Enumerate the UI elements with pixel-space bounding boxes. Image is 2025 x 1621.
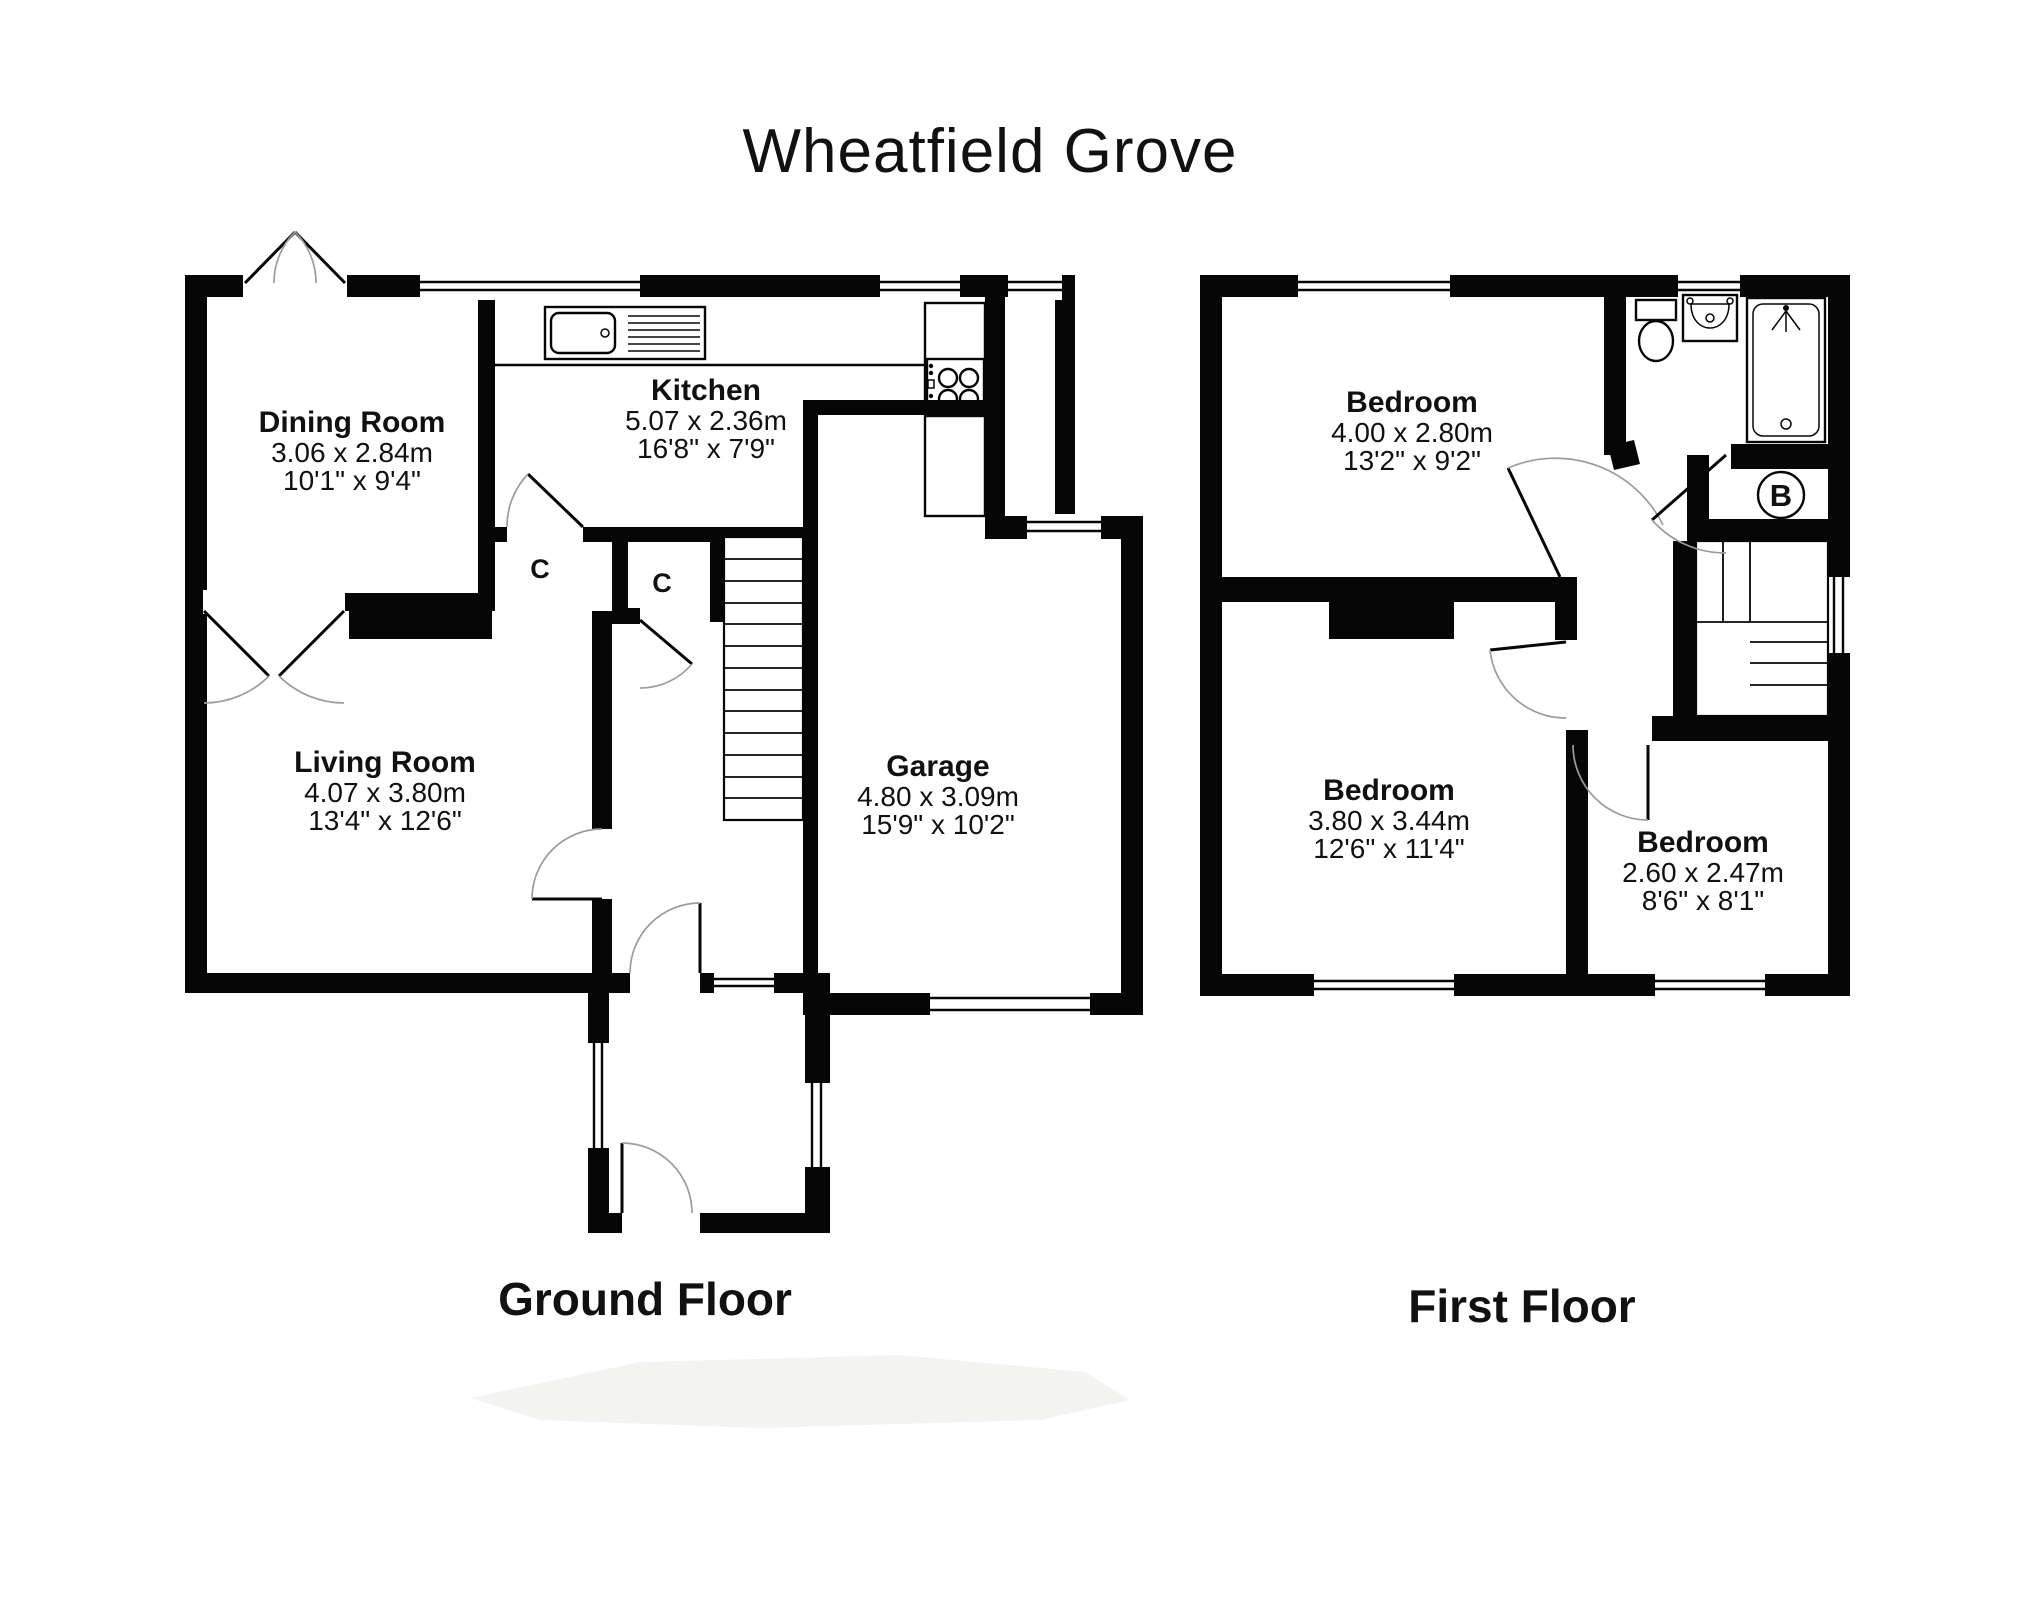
bathtub-icon <box>1745 296 1827 444</box>
living-room-metric: 4.07 x 3.80m <box>304 777 466 808</box>
kitchen-metric: 5.07 x 2.36m <box>625 405 787 436</box>
boiler-circle-icon <box>1756 470 1806 520</box>
bedroom2-name: Bedroom <box>1323 774 1455 807</box>
dining-room-metric: 3.06 x 2.84m <box>271 437 433 468</box>
bedroom2-door <box>1489 640 1567 652</box>
first-floor-doors <box>1489 453 1727 821</box>
kitchen-door <box>526 472 585 529</box>
first-floor-label: First Floor <box>1408 1280 1636 1332</box>
ground-floor-doors <box>202 230 702 1214</box>
living-room-name: Living Room <box>294 746 476 779</box>
scan-smudge <box>470 1355 1130 1428</box>
bedroom3-imperial: 8'6" x 8'1" <box>1642 885 1764 916</box>
garage-door <box>930 990 1090 1018</box>
bedroom3-name: Bedroom <box>1637 826 1769 859</box>
bedroom2-imperial: 12'6" x 11'4" <box>1313 833 1464 864</box>
garage-metric: 4.80 x 3.09m <box>857 781 1019 812</box>
double-doors-dining-living <box>202 609 346 678</box>
first-floor-openings <box>1298 272 1853 999</box>
closet-door <box>639 618 693 666</box>
kitchen-name: Kitchen <box>651 374 761 407</box>
hall-right-window <box>802 1083 833 1167</box>
living-room-imperial: 13'4" x 12'6" <box>308 805 462 836</box>
stairs-first-icon <box>1694 539 1830 718</box>
kitchen-sink-icon <box>495 305 925 367</box>
hob-icon <box>923 301 987 518</box>
bedroom1-imperial: 13'2" x 9'2" <box>1343 445 1481 476</box>
bedroom1-door <box>1506 467 1562 578</box>
closet-label-2: C <box>652 568 672 598</box>
boiler-label: B <box>1770 478 1792 513</box>
garage-imperial: 15'9" x 10'2" <box>861 809 1015 840</box>
sink-icon <box>1681 293 1739 343</box>
bedroom1-name: Bedroom <box>1346 386 1478 419</box>
kitchen-imperial: 16'8" x 7'9" <box>637 433 775 464</box>
garage-name: Garage <box>886 750 989 783</box>
hall-left-window <box>585 1043 612 1148</box>
closet-label-1: C <box>530 554 550 584</box>
ground-floor-openings <box>203 272 1101 1236</box>
page-title: Wheatfield Grove <box>743 117 1238 186</box>
dining-room-imperial: 10'1" x 9'4" <box>283 465 421 496</box>
chimney-breast-bedroom <box>1329 602 1454 639</box>
bedroom1-metric: 4.00 x 2.80m <box>1331 417 1493 448</box>
bathroom-door <box>1651 453 1727 522</box>
bedroom2-metric: 3.80 x 3.44m <box>1308 805 1470 836</box>
bedroom3-metric: 2.60 x 2.47m <box>1622 857 1784 888</box>
stairs-ground-icon <box>722 535 805 822</box>
dining-room-name: Dining Room <box>259 406 446 439</box>
chimney-breast-living <box>349 611 492 639</box>
ground-floor-label: Ground Floor <box>498 1273 792 1325</box>
stairs-window <box>1825 577 1853 653</box>
toilet-icon <box>1634 298 1678 363</box>
